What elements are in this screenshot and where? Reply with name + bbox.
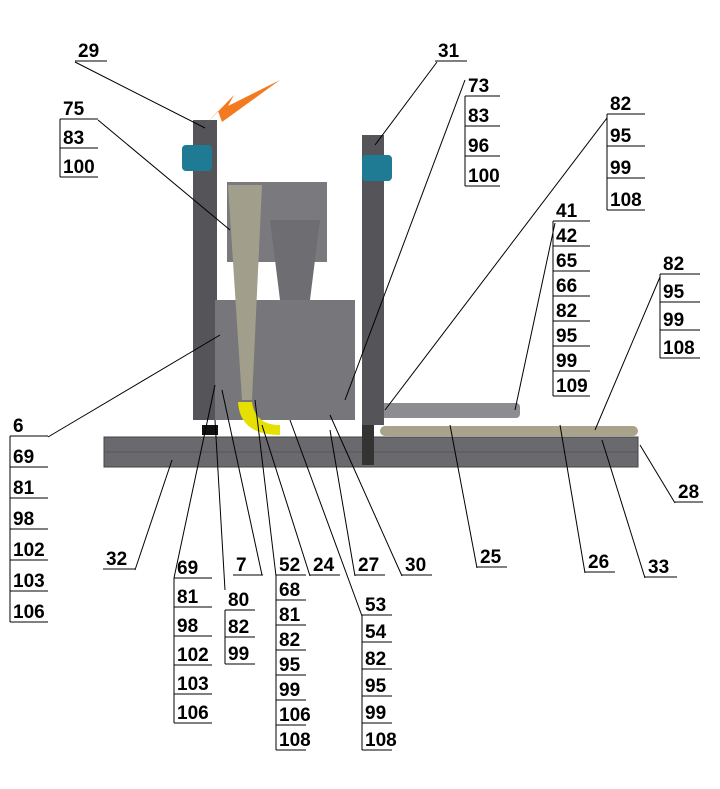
hopper-funnel — [270, 220, 320, 300]
leader-line — [261, 424, 311, 577]
part-number-label: 82 — [663, 254, 684, 275]
part-number-label: 7 — [236, 555, 247, 576]
part-number-label: 80 — [228, 590, 249, 611]
part-number-label: 33 — [648, 557, 669, 578]
leader-line — [639, 444, 676, 504]
right-column — [362, 135, 384, 425]
part-number-label: 73 — [468, 76, 489, 97]
left-motor — [182, 145, 212, 171]
part-number-label: 6 — [13, 416, 24, 437]
part-number-label: 108 — [663, 338, 695, 359]
part-number-label: 65 — [556, 251, 578, 272]
part-number-label: 68 — [279, 580, 300, 601]
part-number-label: 82 — [365, 649, 386, 670]
leader-line — [374, 61, 438, 146]
part-number-label: 99 — [663, 310, 684, 331]
yellow-chute — [238, 402, 280, 435]
top-tube-conveyor — [380, 426, 638, 436]
part-number-label: 29 — [78, 41, 99, 62]
left-foot — [202, 425, 218, 435]
part-number-label: 103 — [13, 571, 45, 592]
leader-line — [74, 61, 206, 129]
inclined-belt — [228, 185, 262, 400]
part-number-label: 100 — [468, 166, 500, 187]
part-number-label: 26 — [588, 552, 609, 573]
part-number-label: 102 — [13, 540, 45, 561]
part-number-label: 54 — [365, 622, 387, 643]
leader-line — [289, 419, 363, 617]
part-number-label: 69 — [13, 447, 34, 468]
center-support — [362, 425, 374, 465]
part-number-label: 27 — [358, 555, 379, 576]
part-number-label: 100 — [63, 157, 95, 178]
leader-line — [514, 222, 556, 411]
part-number-label: 99 — [610, 158, 631, 179]
part-number-label: 98 — [177, 616, 198, 637]
leader-line — [97, 119, 231, 231]
part-number-label: 108 — [279, 730, 311, 751]
leader-line — [449, 424, 478, 569]
part-number-label: 99 — [556, 351, 577, 372]
part-number-label: 32 — [106, 549, 127, 570]
part-number-label: 81 — [279, 605, 301, 626]
part-number-label: 95 — [663, 282, 685, 303]
orange-arrow-icon — [205, 80, 280, 125]
part-number-label: 95 — [610, 126, 632, 147]
part-number-label: 83 — [468, 106, 489, 127]
part-number-label: 108 — [610, 190, 642, 211]
part-number-label: 102 — [177, 645, 209, 666]
part-number-label: 81 — [177, 587, 199, 608]
leader-line — [214, 419, 226, 591]
leader-line — [559, 424, 586, 574]
leader-line — [134, 459, 173, 571]
part-number-label: 41 — [556, 201, 578, 222]
part-number-label: 53 — [365, 595, 386, 616]
part-number-label: 66 — [556, 276, 577, 297]
discharge-trough — [380, 403, 520, 418]
leader-line — [221, 389, 263, 576]
part-number-label: 81 — [13, 478, 35, 499]
leader-line — [601, 439, 646, 579]
part-number-label: 52 — [279, 555, 300, 576]
part-number-label: 25 — [480, 547, 502, 568]
leader-line — [254, 399, 277, 577]
leader-line — [329, 414, 403, 577]
part-number-label: 106 — [279, 705, 311, 726]
leader-line — [47, 334, 221, 438]
part-number-label: 82 — [228, 617, 249, 638]
leader-line — [384, 117, 608, 411]
part-number-label: 108 — [365, 730, 397, 751]
part-number-label: 99 — [365, 703, 386, 724]
part-number-label: 75 — [63, 99, 85, 120]
part-number-label: 99 — [228, 644, 249, 665]
part-number-label: 69 — [177, 558, 198, 579]
leader-line — [329, 429, 356, 577]
part-number-label: 109 — [556, 376, 588, 397]
part-number-label: 95 — [556, 326, 578, 347]
part-number-label: 82 — [610, 94, 631, 115]
part-number-label: 82 — [556, 301, 577, 322]
part-number-label: 95 — [365, 676, 387, 697]
part-number-label: 106 — [13, 602, 45, 623]
right-motor — [362, 155, 392, 181]
leader-line — [173, 384, 216, 579]
part-number-label: 96 — [468, 136, 489, 157]
leader-line — [594, 276, 661, 431]
leader-line — [344, 79, 466, 401]
part-number-label: 24 — [313, 555, 335, 576]
part-number-label: 83 — [63, 128, 84, 149]
part-number-label: 42 — [556, 226, 577, 247]
part-number-label: 30 — [405, 555, 426, 576]
part-number-label: 95 — [279, 655, 301, 676]
part-number-label: 82 — [279, 630, 300, 651]
part-number-label: 98 — [13, 509, 34, 530]
part-number-label: 28 — [678, 482, 699, 503]
part-number-label: 103 — [177, 674, 209, 695]
part-number-label: 31 — [438, 41, 460, 62]
part-number-label: 99 — [279, 680, 300, 701]
part-number-label: 106 — [177, 703, 209, 724]
